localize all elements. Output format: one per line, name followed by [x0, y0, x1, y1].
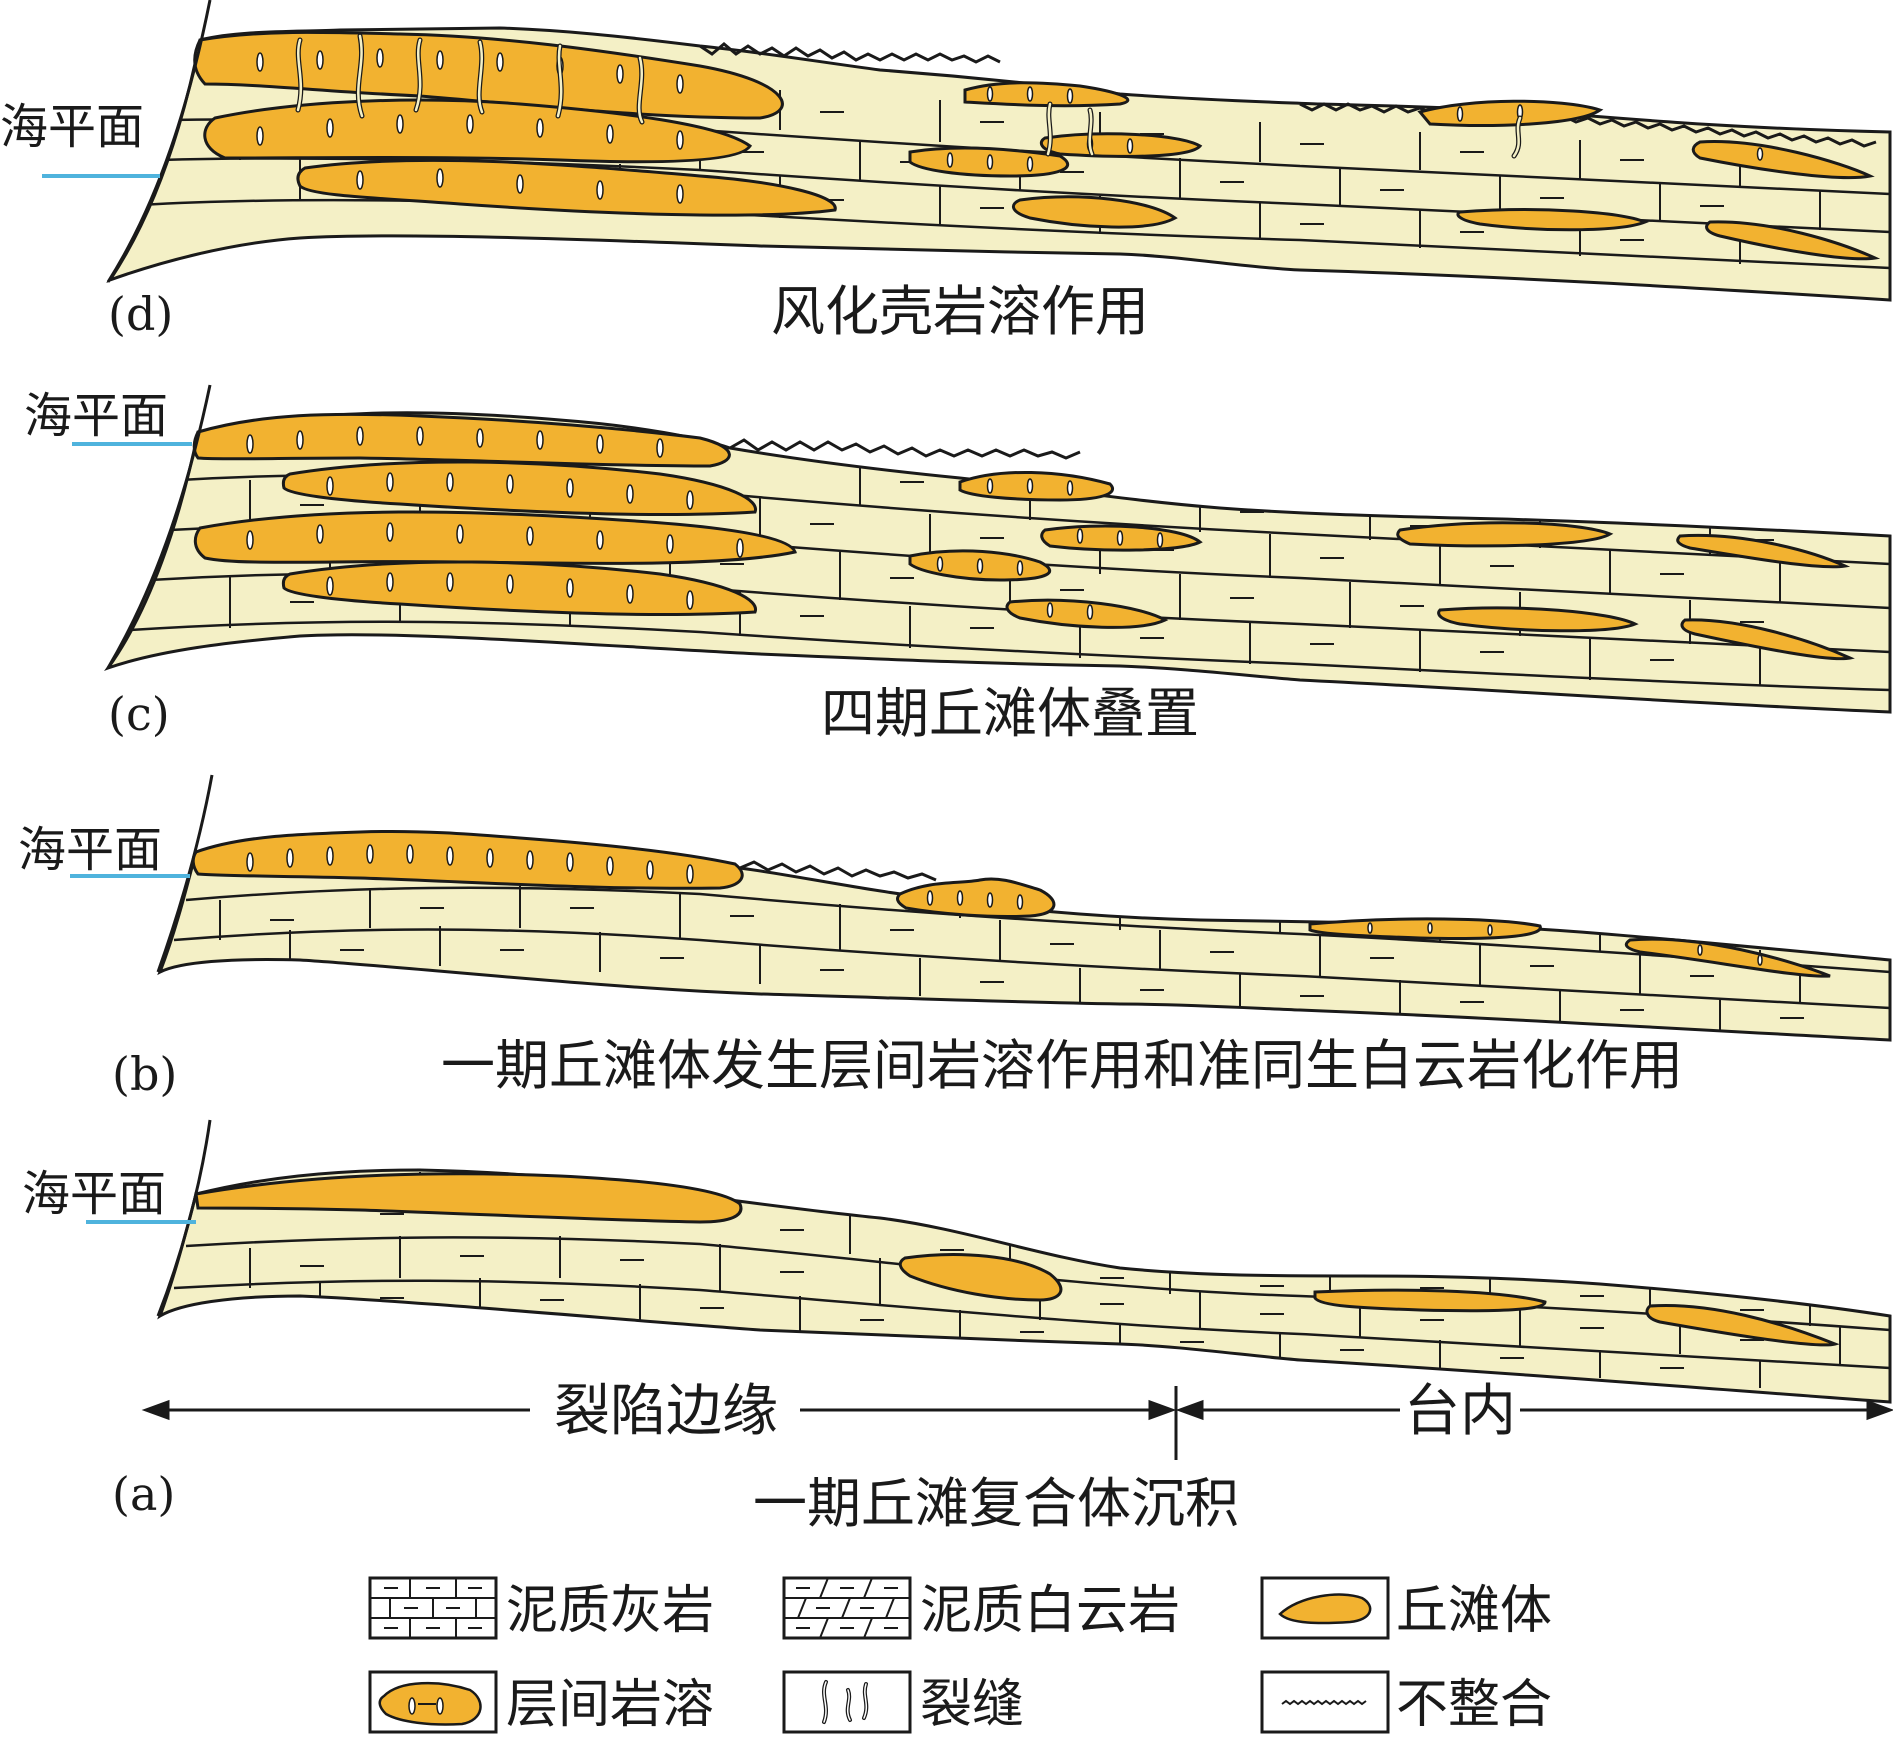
zone-axis: [141, 1386, 1893, 1460]
shoal-body: [296, 158, 837, 217]
shoal-body: [1417, 99, 1604, 127]
shoal-body: [1012, 195, 1178, 229]
panel-c-shoal-bodies: [192, 412, 1855, 661]
panel-b-vugs: [246, 844, 1763, 966]
arrowhead-mid-right: [1175, 1399, 1204, 1421]
shoal-body: [898, 1253, 1063, 1302]
panel-a-sea-level-label: 海平面: [22, 1166, 166, 1222]
legend-label-shoal-body: 丘滩体: [1396, 1581, 1552, 1641]
shoal-body: [1437, 606, 1639, 633]
shoal-body: [1396, 521, 1614, 548]
shoal-body: [193, 30, 784, 120]
panel-c-margin-wall: [106, 384, 212, 669]
legend-label-argillaceous-dolomite: 泥质白云岩: [920, 1581, 1180, 1641]
shoal-body: [963, 81, 1130, 108]
legend-label-unconformity: 不整合: [1396, 1675, 1552, 1735]
panel-b-sea-level-label: 海平面: [18, 822, 162, 878]
legend-label-interlayer-karst: 层间岩溶: [506, 1675, 714, 1735]
arrowhead-right: [1866, 1399, 1893, 1421]
panel-a-caption: 一期丘滩复合体沉积: [753, 1472, 1239, 1535]
panel-c-caption: 四期丘滩体叠置: [821, 682, 1199, 745]
legend-item-unconformity: 不整合: [1260, 1670, 1552, 1735]
panel-a: 海平面 裂陷边缘 台内 (a) 一期丘滩复合体沉积: [22, 1119, 1893, 1535]
shoal-body: [1313, 1288, 1547, 1313]
legend-item-shoal-body: 丘滩体: [1260, 1576, 1552, 1641]
legend-item-interlayer-karst: 层间岩溶: [368, 1670, 714, 1735]
shoal-body: [1039, 132, 1203, 158]
shoal-body: [281, 560, 757, 616]
panel-c-unconformity: [729, 438, 1081, 460]
shoal-body: [1005, 598, 1169, 629]
shoal-body: [203, 98, 753, 164]
panel-d-letter: (d): [108, 287, 173, 341]
panel-d-fractures-inner: [296, 34, 1522, 158]
panel-c-letter: (c): [108, 687, 170, 741]
panel-b-letter: (b): [112, 1047, 177, 1101]
panel-d-vugs: [256, 48, 1764, 204]
zone-platform-interior-label: 台内: [1404, 1379, 1516, 1444]
legend-item-argillaceous-limestone: 泥质灰岩: [368, 1576, 714, 1641]
panel-a-letter: (a): [112, 1467, 175, 1521]
shoal-body: [191, 829, 744, 890]
panel-d: 海平面 (d) 风化壳岩溶作用: [0, 0, 1892, 343]
shoal-body: [1645, 1304, 1840, 1347]
arrowhead-left: [141, 1399, 170, 1421]
panel-d-caption: 风化壳岩溶作用: [771, 280, 1149, 343]
panel-c-sea-level-label: 海平面: [24, 388, 168, 444]
panel-b: 海平面 (b) 一期丘滩体发生层间岩溶作用和准同生白云岩化作用: [18, 774, 1892, 1101]
panel-d-margin-wall: [106, 0, 212, 283]
shoal-body: [1624, 937, 1831, 978]
panel-d-unconformity: [699, 42, 1877, 148]
legend: 泥质灰岩 泥质白云岩 丘滩体 层间岩溶 裂缝: [368, 1576, 1552, 1735]
shoal-body: [958, 470, 1114, 502]
zone-rift-margin-label: 裂陷边缘: [554, 1379, 778, 1444]
arrowhead-mid-left: [1148, 1399, 1177, 1421]
shoal-body: [1691, 140, 1875, 180]
shoal-body: [1680, 618, 1855, 661]
panel-d-sea-level-label: 海平面: [0, 99, 144, 155]
panel-b-strata-lines: [173, 886, 1890, 1030]
legend-label-fracture: 裂缝: [920, 1675, 1024, 1735]
shoal-body: [1705, 220, 1881, 261]
legend-item-fracture: 裂缝: [782, 1670, 1024, 1735]
panel-b-shoal-bodies: [191, 829, 1831, 978]
panel-c-vugs: [246, 426, 1164, 620]
shoal-body: [281, 460, 757, 516]
shoal-body: [1308, 917, 1542, 940]
shoal-body: [896, 877, 1056, 919]
panel-b-caption: 一期丘滩体发生层间岩溶作用和准同生白云岩化作用: [441, 1034, 1683, 1097]
shoal-body: [193, 510, 797, 565]
legend-item-argillaceous-dolomite: 泥质白云岩: [782, 1576, 1180, 1641]
shoal-body: [192, 412, 731, 468]
shoal-body: [194, 1172, 743, 1224]
shoal-body: [1456, 208, 1650, 232]
legend-label-argillaceous-limestone: 泥质灰岩: [506, 1581, 714, 1641]
shoal-body: [1676, 533, 1851, 569]
panel-b-unconformity: [739, 860, 937, 882]
panel-a-shoal-bodies: [194, 1172, 1840, 1347]
panel-c: 海平面 (c) 四期丘滩体叠置: [24, 384, 1892, 745]
